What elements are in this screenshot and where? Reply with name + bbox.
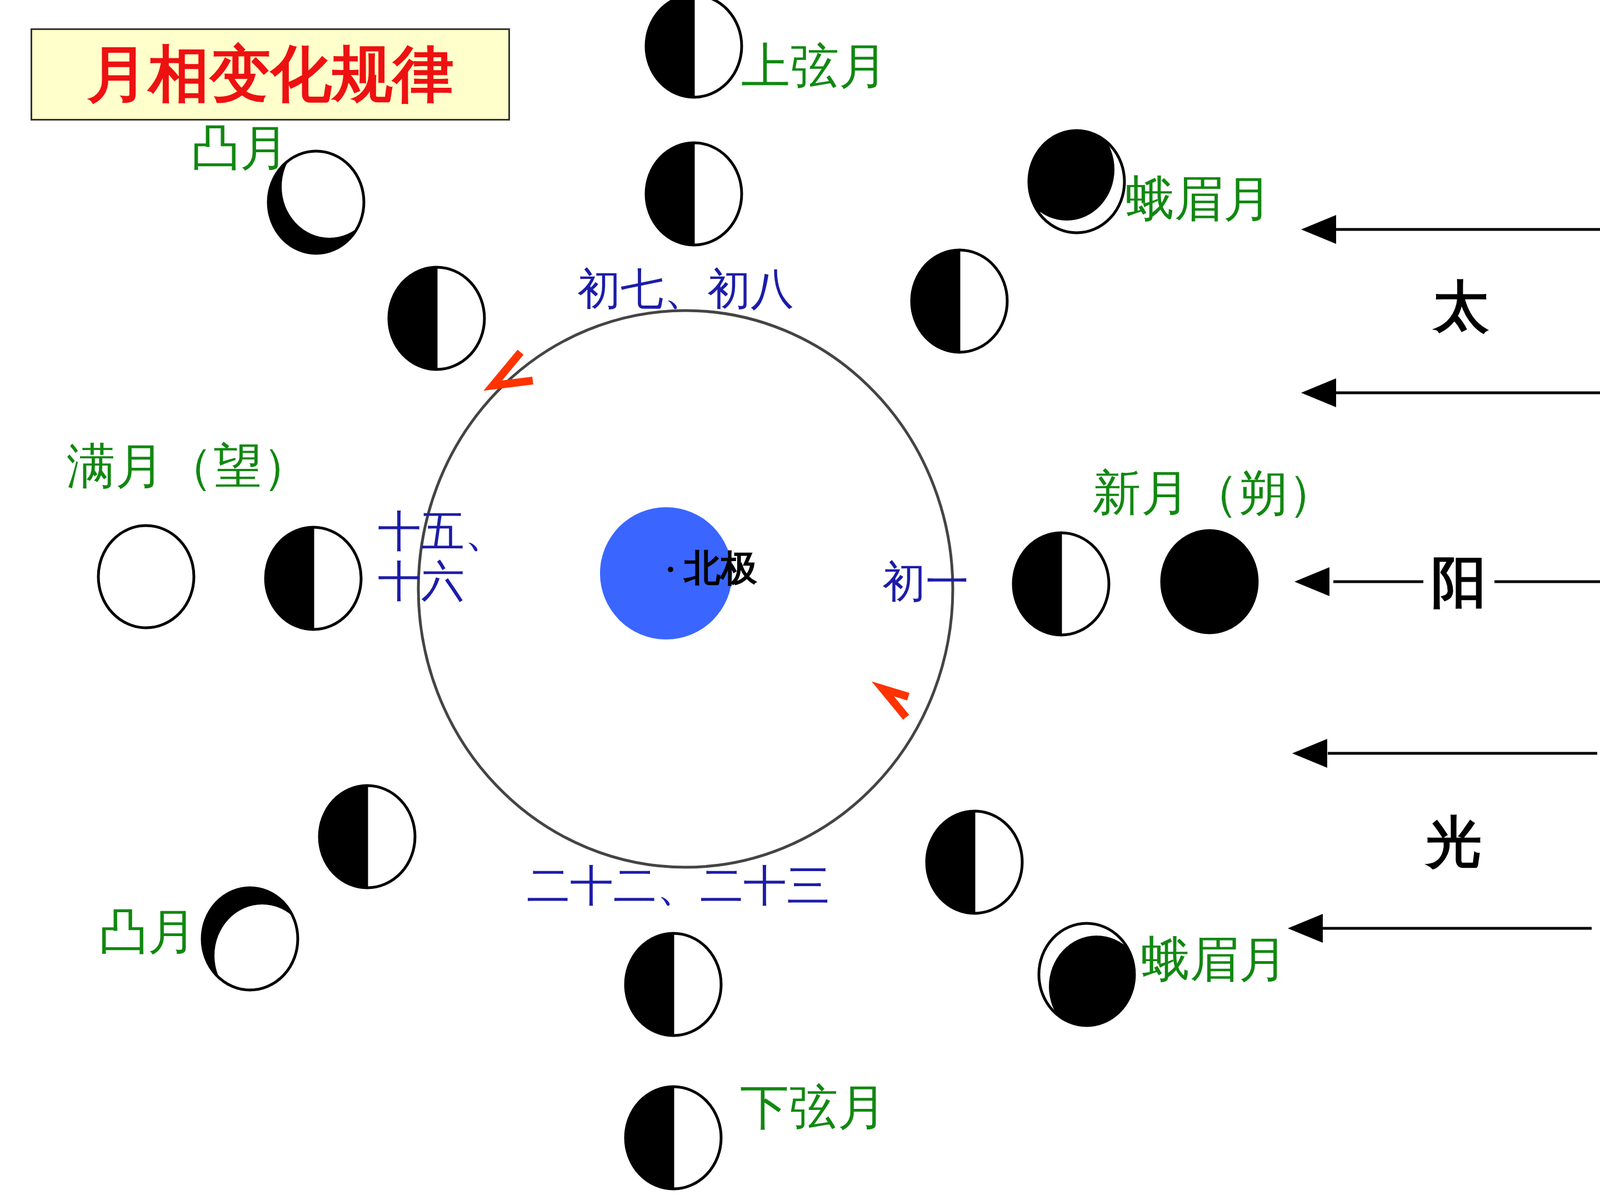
lunar-date: 二十二、二十三 [526,860,830,911]
sun-ray-head [1301,378,1337,408]
seen-phases [98,0,1258,1189]
moon-lit-half [926,811,1023,914]
moon-lit-half [388,267,485,370]
sunlight-char: 光 [1426,809,1482,874]
sun-ray [1333,391,1600,395]
title-text: 月相变化规律 [87,33,454,117]
sun-ray-head [1294,567,1330,597]
new-moon [1161,530,1258,633]
pole-dot [667,566,674,573]
sun-ray [1333,228,1600,232]
gibbous-moon [202,887,310,1007]
moon-lit-half [911,250,1008,353]
sunlight-char: 阳 [1423,549,1495,614]
moon-lit-half [319,785,415,888]
phase-name: 凸月 [191,119,289,177]
lunar-date: 初七、初八 [577,263,794,314]
sunlight-rays [1287,215,1600,943]
phase-name: 新月（朔） [1092,464,1337,522]
full-moon [98,525,194,628]
crescent-moon [1018,118,1125,233]
moon-lit-half [1013,532,1109,635]
lunar-date: 十五、 十六 [377,506,517,607]
sun-ray [1327,752,1598,755]
sunlight-char: 太 [1433,273,1489,339]
sun-ray-head [1292,738,1328,768]
first-quarter-moon [646,0,742,98]
last-quarter-moon [625,1086,722,1189]
phase-name: 满月（望） [66,437,312,495]
sun-ray-head [1301,215,1337,244]
pole-label: 北极 [683,543,758,594]
phase-name: 凸月 [98,903,197,960]
sun-ray [1322,927,1592,930]
moon-lit-half [625,933,722,1036]
orbit-moons [265,142,1109,1036]
sun-ray-head [1287,913,1323,943]
phase-name: 蛾眉月 [1125,170,1273,228]
moon-lit-half [265,527,362,630]
moon-orbit [418,310,953,868]
lunar-date: 初一 [882,556,969,607]
title-box: 月相变化规律 [30,28,510,121]
phase-name: 蛾眉月 [1141,931,1288,988]
orbit-direction-arrow [882,688,909,718]
earth-circle: 北极 [600,507,733,640]
orbit-direction-arrow [492,352,533,386]
moon-lit-half [646,142,742,245]
phase-name: 下弦月 [740,1078,887,1136]
phase-name: 上弦月 [741,37,888,95]
crescent-moon [1038,923,1145,1038]
